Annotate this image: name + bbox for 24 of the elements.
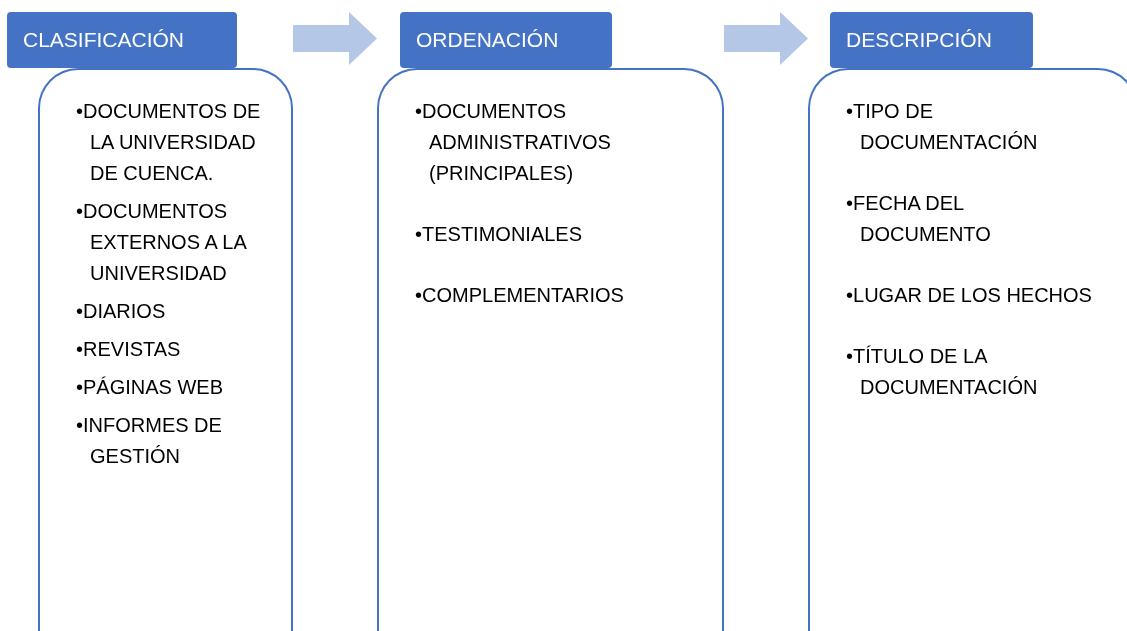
header-title: CLASIFICACIÓN	[23, 28, 185, 51]
header-box	[7, 12, 237, 68]
list-item: •DOCUMENTOS DE LA UNIVERSIDAD DE CUENCA.	[76, 99, 262, 186]
list-item: •DOCUMENTOS EXTERNOS A LA UNIVERSIDAD	[76, 199, 248, 286]
list-item: •REVISTAS	[76, 337, 182, 362]
list-item: •DIARIOS	[76, 299, 167, 324]
list-item: •LUGAR DE LOS HECHOS	[846, 283, 1093, 308]
list-item: •TÍTULO DE LA DOCUMENTACIÓN	[846, 344, 1039, 400]
header-title: DESCRIPCIÓN	[846, 28, 992, 51]
block-arrow	[724, 12, 808, 65]
list-item: •FECHA DEL DOCUMENTO	[846, 191, 992, 247]
list-item: •TESTIMONIALES	[415, 222, 584, 247]
header-box	[830, 12, 1033, 68]
block-arrow	[293, 12, 377, 65]
list-panel	[38, 68, 293, 631]
list-panel	[377, 68, 724, 631]
header-title: ORDENACIÓN	[416, 28, 559, 51]
list-item: •DOCUMENTOS ADMINISTRATIVOS (PRINCIPALES)	[415, 99, 612, 186]
header-box	[400, 12, 612, 68]
list-item: •COMPLEMENTARIOS	[415, 283, 625, 308]
list-item: •PÁGINAS WEB	[76, 375, 225, 400]
list-panel	[808, 68, 1127, 631]
list-item: •INFORMES DE GESTIÓN	[76, 413, 223, 469]
list-item: •TIPO DE DOCUMENTACIÓN	[846, 99, 1039, 155]
